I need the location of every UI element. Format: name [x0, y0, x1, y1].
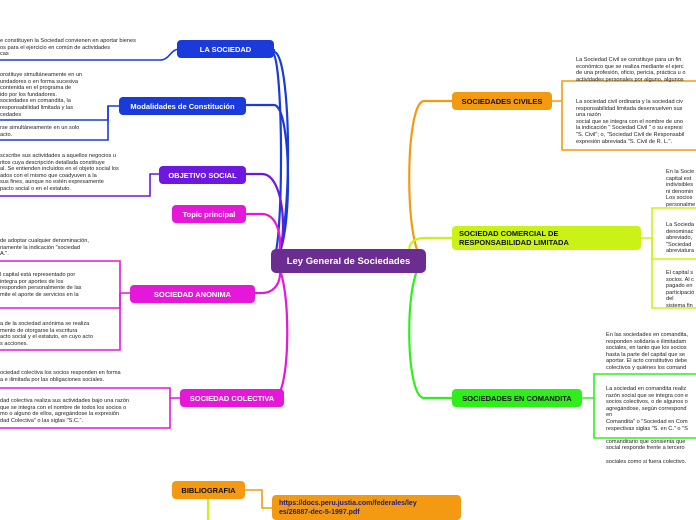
node-sociedad-srl[interactable]: SOCIEDAD COMERCIAL DE RESPONSABILIDAD LI…	[452, 226, 641, 250]
note-modalidades-1: onstituye simultáneamente en un undadore…	[0, 72, 83, 118]
note-colectiva-2: dad colectiva realiza sus actividades ba…	[0, 398, 130, 424]
node-sociedad-anonima[interactable]: SOCIEDAD ANONIMA	[130, 285, 255, 303]
node-sociedad-colectiva[interactable]: SOCIEDAD COLECTIVA	[180, 389, 284, 407]
node-sociedades-civiles[interactable]: SOCIEDADES CIVILES	[452, 92, 552, 110]
node-la-sociedad[interactable]: LA SOCIEDAD	[177, 40, 274, 58]
link-comandita	[408, 259, 452, 400]
node-sociedades-comandita[interactable]: SOCIEDADES EN COMANDITA	[452, 389, 582, 407]
note-civiles-2: La sociedad civil ordinaria y la socieda…	[576, 99, 685, 145]
note-anonima-1: de adoptar cualquier denominación, riame…	[0, 238, 89, 258]
bibliografia-url-link[interactable]: https://docs.peru.justia.com/federales/l…	[272, 495, 461, 520]
node-bibliografia[interactable]: BIBLIOGRAFIA	[172, 481, 245, 499]
note-anonima-2: l capital está representado por integra …	[0, 272, 82, 298]
note-anonima-3: a de la sociedad anónima se realiza ment…	[0, 321, 93, 347]
note-colectiva-1: ociedad colectiva los socios responden e…	[0, 370, 121, 383]
node-objetivo-social[interactable]: OBJETIVO SOCIAL	[159, 166, 246, 184]
note-comandita-1: En las sociedades en comandita, responde…	[606, 332, 689, 371]
node-topic-principal[interactable]: Topic principal	[172, 205, 246, 223]
central-topic[interactable]: Ley General de Sociedades	[271, 249, 426, 273]
note-objetivo-social: scscribe sus actividades a aquellos nego…	[0, 153, 119, 192]
note-srl-1: En la Socie capital est indivisibles ni …	[666, 169, 696, 208]
node-modalidades[interactable]: Modalidades de Constitución	[119, 97, 246, 115]
note-modalidades-2: rse simultáneamente en un solo acto.	[0, 125, 80, 138]
note-la-sociedad: e constituyen la Sociedad convienen en a…	[0, 38, 136, 58]
note-civiles-1: La Sociedad Civil se constituye para un …	[576, 57, 686, 83]
link-sociedad	[270, 50, 283, 263]
note-srl-3: El capital s socios. Al c pagado en part…	[666, 270, 695, 309]
note-comandita-2: La sociedad en comandita realiz razón so…	[606, 386, 689, 465]
note-srl-2: La Socieda denominac abreviado, "Socieda…	[666, 222, 694, 255]
